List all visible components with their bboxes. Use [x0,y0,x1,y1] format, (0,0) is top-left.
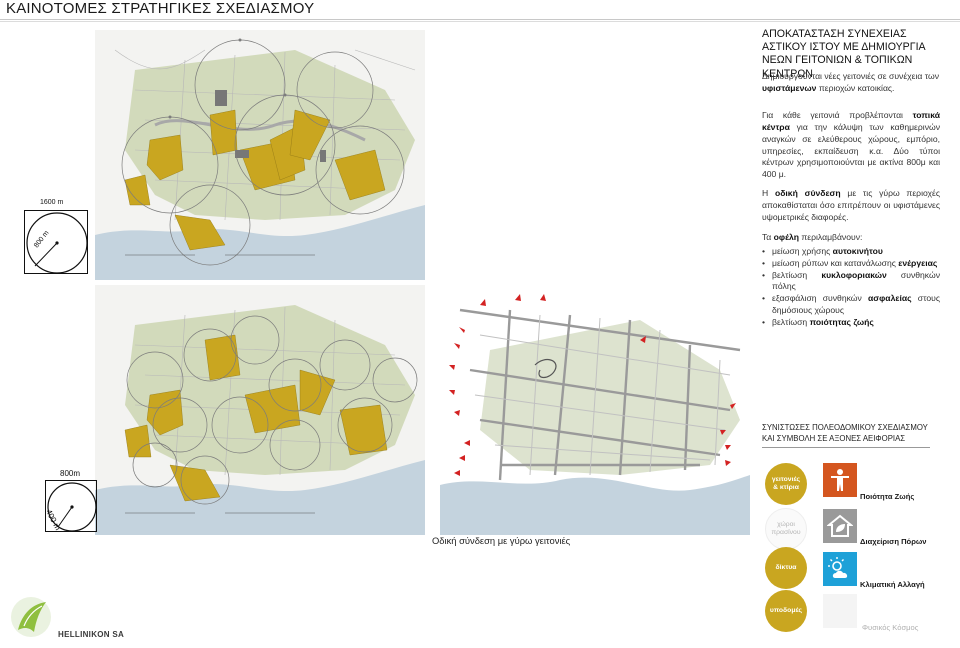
benefits-block: Τα οφέλη περιλαμβάνουν: μείωση χρήσης αυ… [762,232,940,329]
scale-bottom-circle [47,482,97,532]
intro-text-end: περιοχών κατοικίας. [816,82,895,93]
road-text-end: με τις γύρω περιοχές αποκαθίσταται όσο ε… [762,188,941,222]
nature-placeholder-icon [823,594,857,628]
person-icon [823,463,857,497]
section-title: ΑΠΟΚΑΤΑΣΤΑΣΗ ΣΥΝΕΧΕΙΑΣ ΑΣΤΙΚΟΥ ΙΣΤΟΥ ΜΕ … [762,28,926,80]
neighborhood-centers-map-400m [95,285,425,535]
road-map-caption: Οδική σύνδεση με γύρω γειτονιές [432,535,571,546]
scale-top-circle [26,212,88,274]
road-connection-paragraph: Η οδική σύνδεση με τις γύρω περιοχές απο… [762,188,940,224]
page-title: ΚΑΙΝΟΤΟΜΕΣ ΣΤΡΑΤΗΓΙΚΕΣ ΣΧΕΔΙΑΣΜΟΥ [6,0,315,17]
legend-neighborhoods-circle: γειτονιές& κτίρια [765,463,807,505]
centers-text: Για κάθε γειτονιά προβλέπονται [762,110,913,120]
scale-bottom-diagram [45,480,97,532]
house-leaf-icon [823,509,857,543]
legend-divider [762,447,930,448]
legend-infrastructure-circle: υποδομές [765,590,807,632]
local-centers-paragraph: Για κάθε γειτονιά προβλέπονται τοπικά κέ… [762,110,940,181]
benefit-item: μείωση χρήσης αυτοκινήτου [762,246,940,258]
legend-resource-management-label: Διαχείριση Πόρων [860,537,927,546]
centers-bold: τοπικά κέντρα [762,110,940,132]
benefit-item: βελτίωση κυκλοφοριακών συνθηκών πόλης [762,270,940,294]
legend-heading: ΣΥΝΙΣΤΩΣΕΣ ΠΟΛΕΟΔΟΜΙΚΟΥ ΣΧΕΔΙΑΣΜΟΥ ΚΑΙ Σ… [762,422,940,445]
intro-bold: υφιστάμενων [762,82,817,93]
scale-top-width-label: 1600 m [40,199,64,206]
road-bold: οδική σύνδεση [774,188,841,198]
sun-cloud-icon [823,552,857,586]
intro-text: Δημιουργούνται νέες γειτονιές σε συνέχει… [762,71,940,81]
benefits-list: μείωση χρήσης αυτοκινήτου μείωση ρύπων κ… [762,246,940,329]
title-divider-secondary [0,21,960,22]
scale-bottom-width-label: 800m [60,469,81,478]
hellinikon-logo-icon [11,597,51,637]
benefits-text-end: περιλαμβάνουν: [798,232,863,242]
benefit-item: μείωση ρύπων και κατανάλωσης ενέργειας [762,258,940,270]
legend-heading-line1: ΣΥΝΙΣΤΩΣΕΣ ΠΟΛΕΟΔΟΜΙΚΟΥ ΣΧΕΔΙΑΣΜΟΥ [762,423,928,432]
legend-heading-line2: ΚΑΙ ΣΥΜΒΟΛΗ ΣΕ ΑΞΟΝΕΣ ΑΕΙΦΟΡΙΑΣ [762,434,906,444]
road-connection-map [440,290,750,535]
scale-top-diagram [24,210,88,274]
legend-quality-of-life-label: Ποιότητα Ζωής [860,492,915,501]
legend-networks-circle: δίκτυα [765,547,807,589]
benefit-item: βελτίωση ποιότητας ζωής [762,317,940,329]
title-divider [0,19,960,20]
logo-company-name: HELLINIKON SA [58,630,125,639]
section-intro: Δημιουργούνται νέες γειτονιές σε συνέχει… [762,71,940,95]
legend-natural-world-label: Φυσικός Κόσμος [862,623,919,632]
benefits-text: Τα [762,232,774,242]
centers-text-end: για την κάλυψη των καθημερινών αναγκών σ… [762,121,940,180]
legend-climate-change-label: Κλιματική Αλλαγή [860,580,925,589]
road-text: Η [762,188,775,198]
benefit-item: εξασφάλιση συνθηκών ασφαλείας στους δημό… [762,293,940,317]
benefits-bold: οφέλη [773,232,799,242]
benefits-intro: Τα οφέλη περιλαμβάνουν: [762,232,940,244]
neighborhood-centers-map-800m [95,30,425,280]
